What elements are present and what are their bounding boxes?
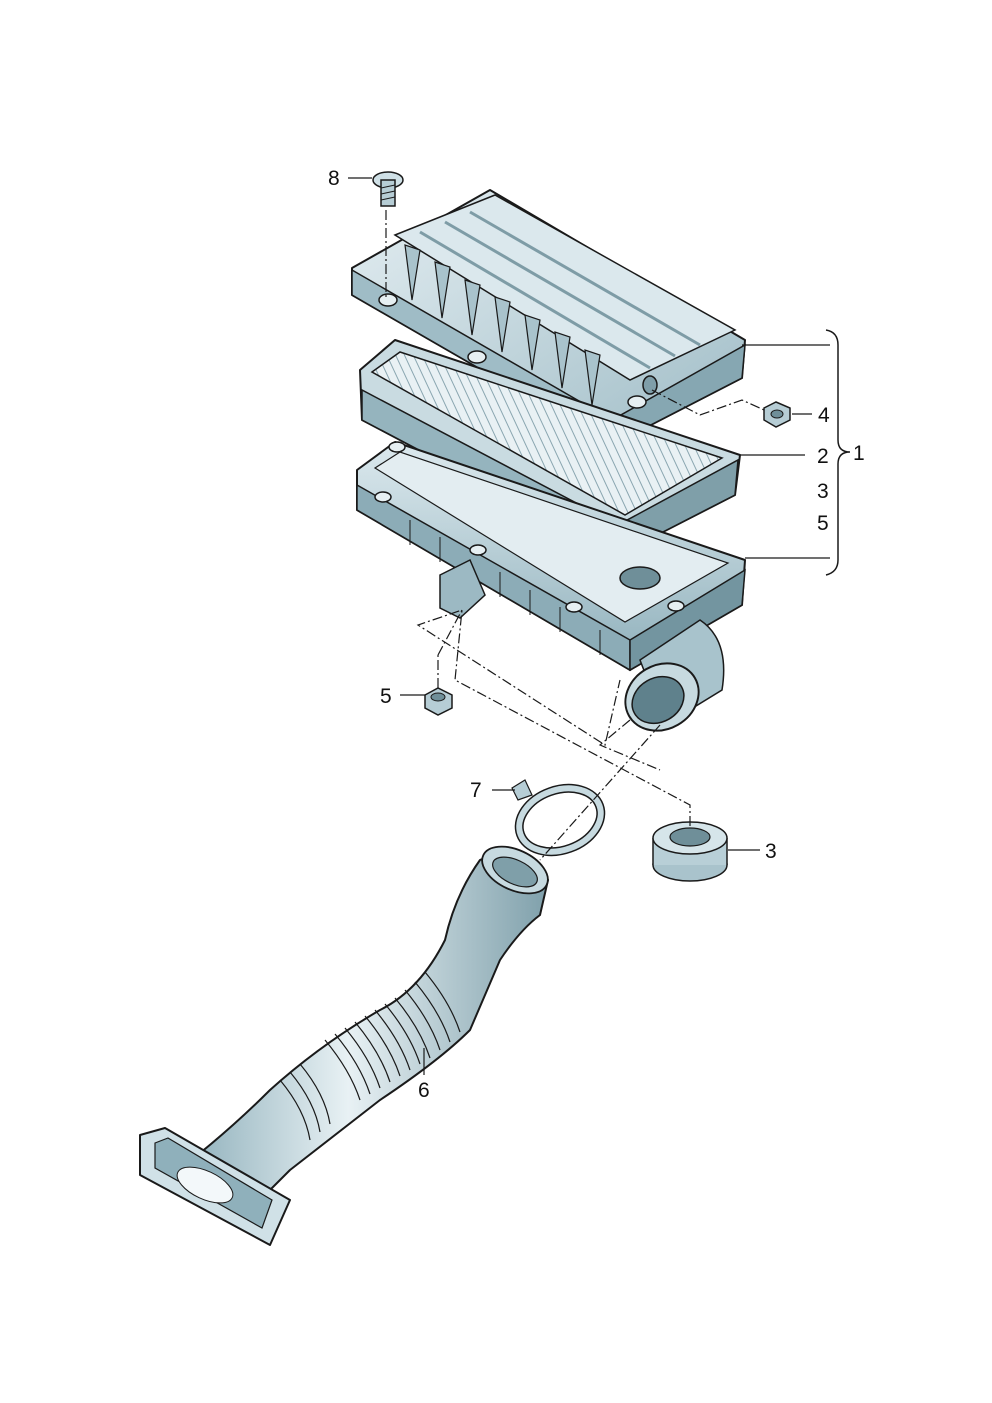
hose-clamp-part — [511, 779, 606, 857]
callout-1: 1 — [853, 442, 865, 465]
nut-part-4 — [763, 401, 791, 428]
callout-2: 2 — [817, 445, 829, 468]
callout-3: 3 — [765, 840, 777, 863]
nut-part-5 — [424, 687, 453, 716]
intake-hose-part — [139, 845, 549, 1246]
air-filter-housing-part — [356, 441, 746, 732]
callout-8: 8 — [328, 167, 340, 190]
screw-part — [372, 171, 404, 207]
callout-4: 4 — [818, 404, 830, 427]
callout-5-group: 5 — [817, 512, 829, 535]
callout-7: 7 — [470, 779, 482, 802]
callout-5: 5 — [380, 685, 392, 708]
leader-lines — [348, 177, 851, 1075]
callout-3-group: 3 — [817, 480, 829, 503]
grommet-part — [652, 821, 728, 882]
callout-labels: 8 4 2 1 3 5 5 7 3 6 — [328, 167, 865, 1102]
callout-6: 6 — [418, 1079, 430, 1102]
